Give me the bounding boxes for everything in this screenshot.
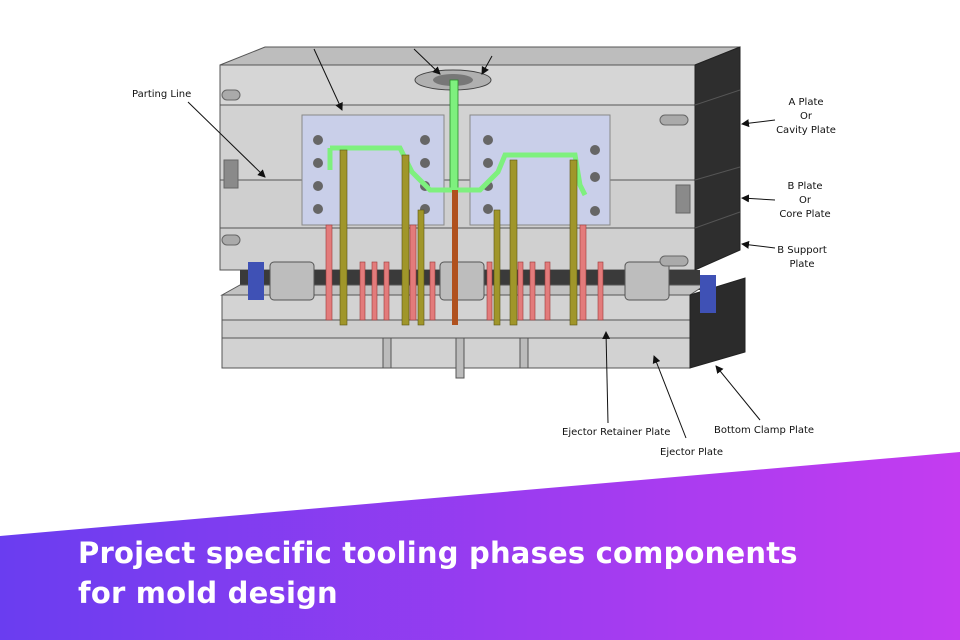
- label-b-plate-line3: Core Plate: [779, 209, 831, 220]
- label-a-plate-line2: Or: [800, 111, 812, 122]
- sprue-puller: [452, 190, 458, 325]
- label-a-plate: A Plate Or Cavity Plate: [772, 96, 840, 138]
- title-banner: [0, 452, 960, 640]
- label-b-plate-line1: B Plate: [787, 181, 823, 192]
- leader-lines: [187, 48, 776, 439]
- bottom-bolts: [382, 337, 529, 379]
- ejector-pins: [325, 224, 604, 321]
- sprue: [449, 79, 459, 191]
- label-ejector-retainer-plate: Ejector Retainer Plate: [562, 427, 671, 438]
- support-pillar: [269, 261, 315, 301]
- cavity-insert-right: [469, 114, 611, 226]
- spring: [700, 275, 716, 313]
- label-b-plate: B Plate Or Core Plate: [770, 180, 840, 222]
- label-b-support-line1: B Support: [777, 245, 827, 256]
- label-parting-line: Parting Line: [132, 89, 192, 100]
- support-pillar: [439, 261, 485, 301]
- side-slots: [221, 89, 691, 267]
- label-ejector-plate: Ejector Plate: [660, 447, 724, 458]
- label-a-plate-line3: Cavity Plate: [776, 125, 836, 136]
- mold-top-face: [219, 46, 741, 66]
- bottom-right-side: [689, 277, 746, 369]
- label-b-plate-line2: Or: [799, 195, 811, 206]
- guide-pins: [339, 149, 578, 326]
- cavity-insert-left: [301, 114, 445, 226]
- label-b-support-plate: B Support Plate: [770, 244, 834, 272]
- label-b-support-line2: Plate: [789, 259, 815, 270]
- label-a-plate-line1: A Plate: [788, 97, 824, 108]
- label-bottom-clamp-plate: Bottom Clamp Plate: [714, 425, 815, 436]
- banner-title-line-2: for mold design: [78, 576, 338, 610]
- spring: [248, 262, 264, 300]
- banner-title-line-1: Project specific tooling phases componen…: [78, 536, 798, 570]
- mold-right-side: [694, 46, 741, 271]
- support-pillar: [624, 261, 670, 301]
